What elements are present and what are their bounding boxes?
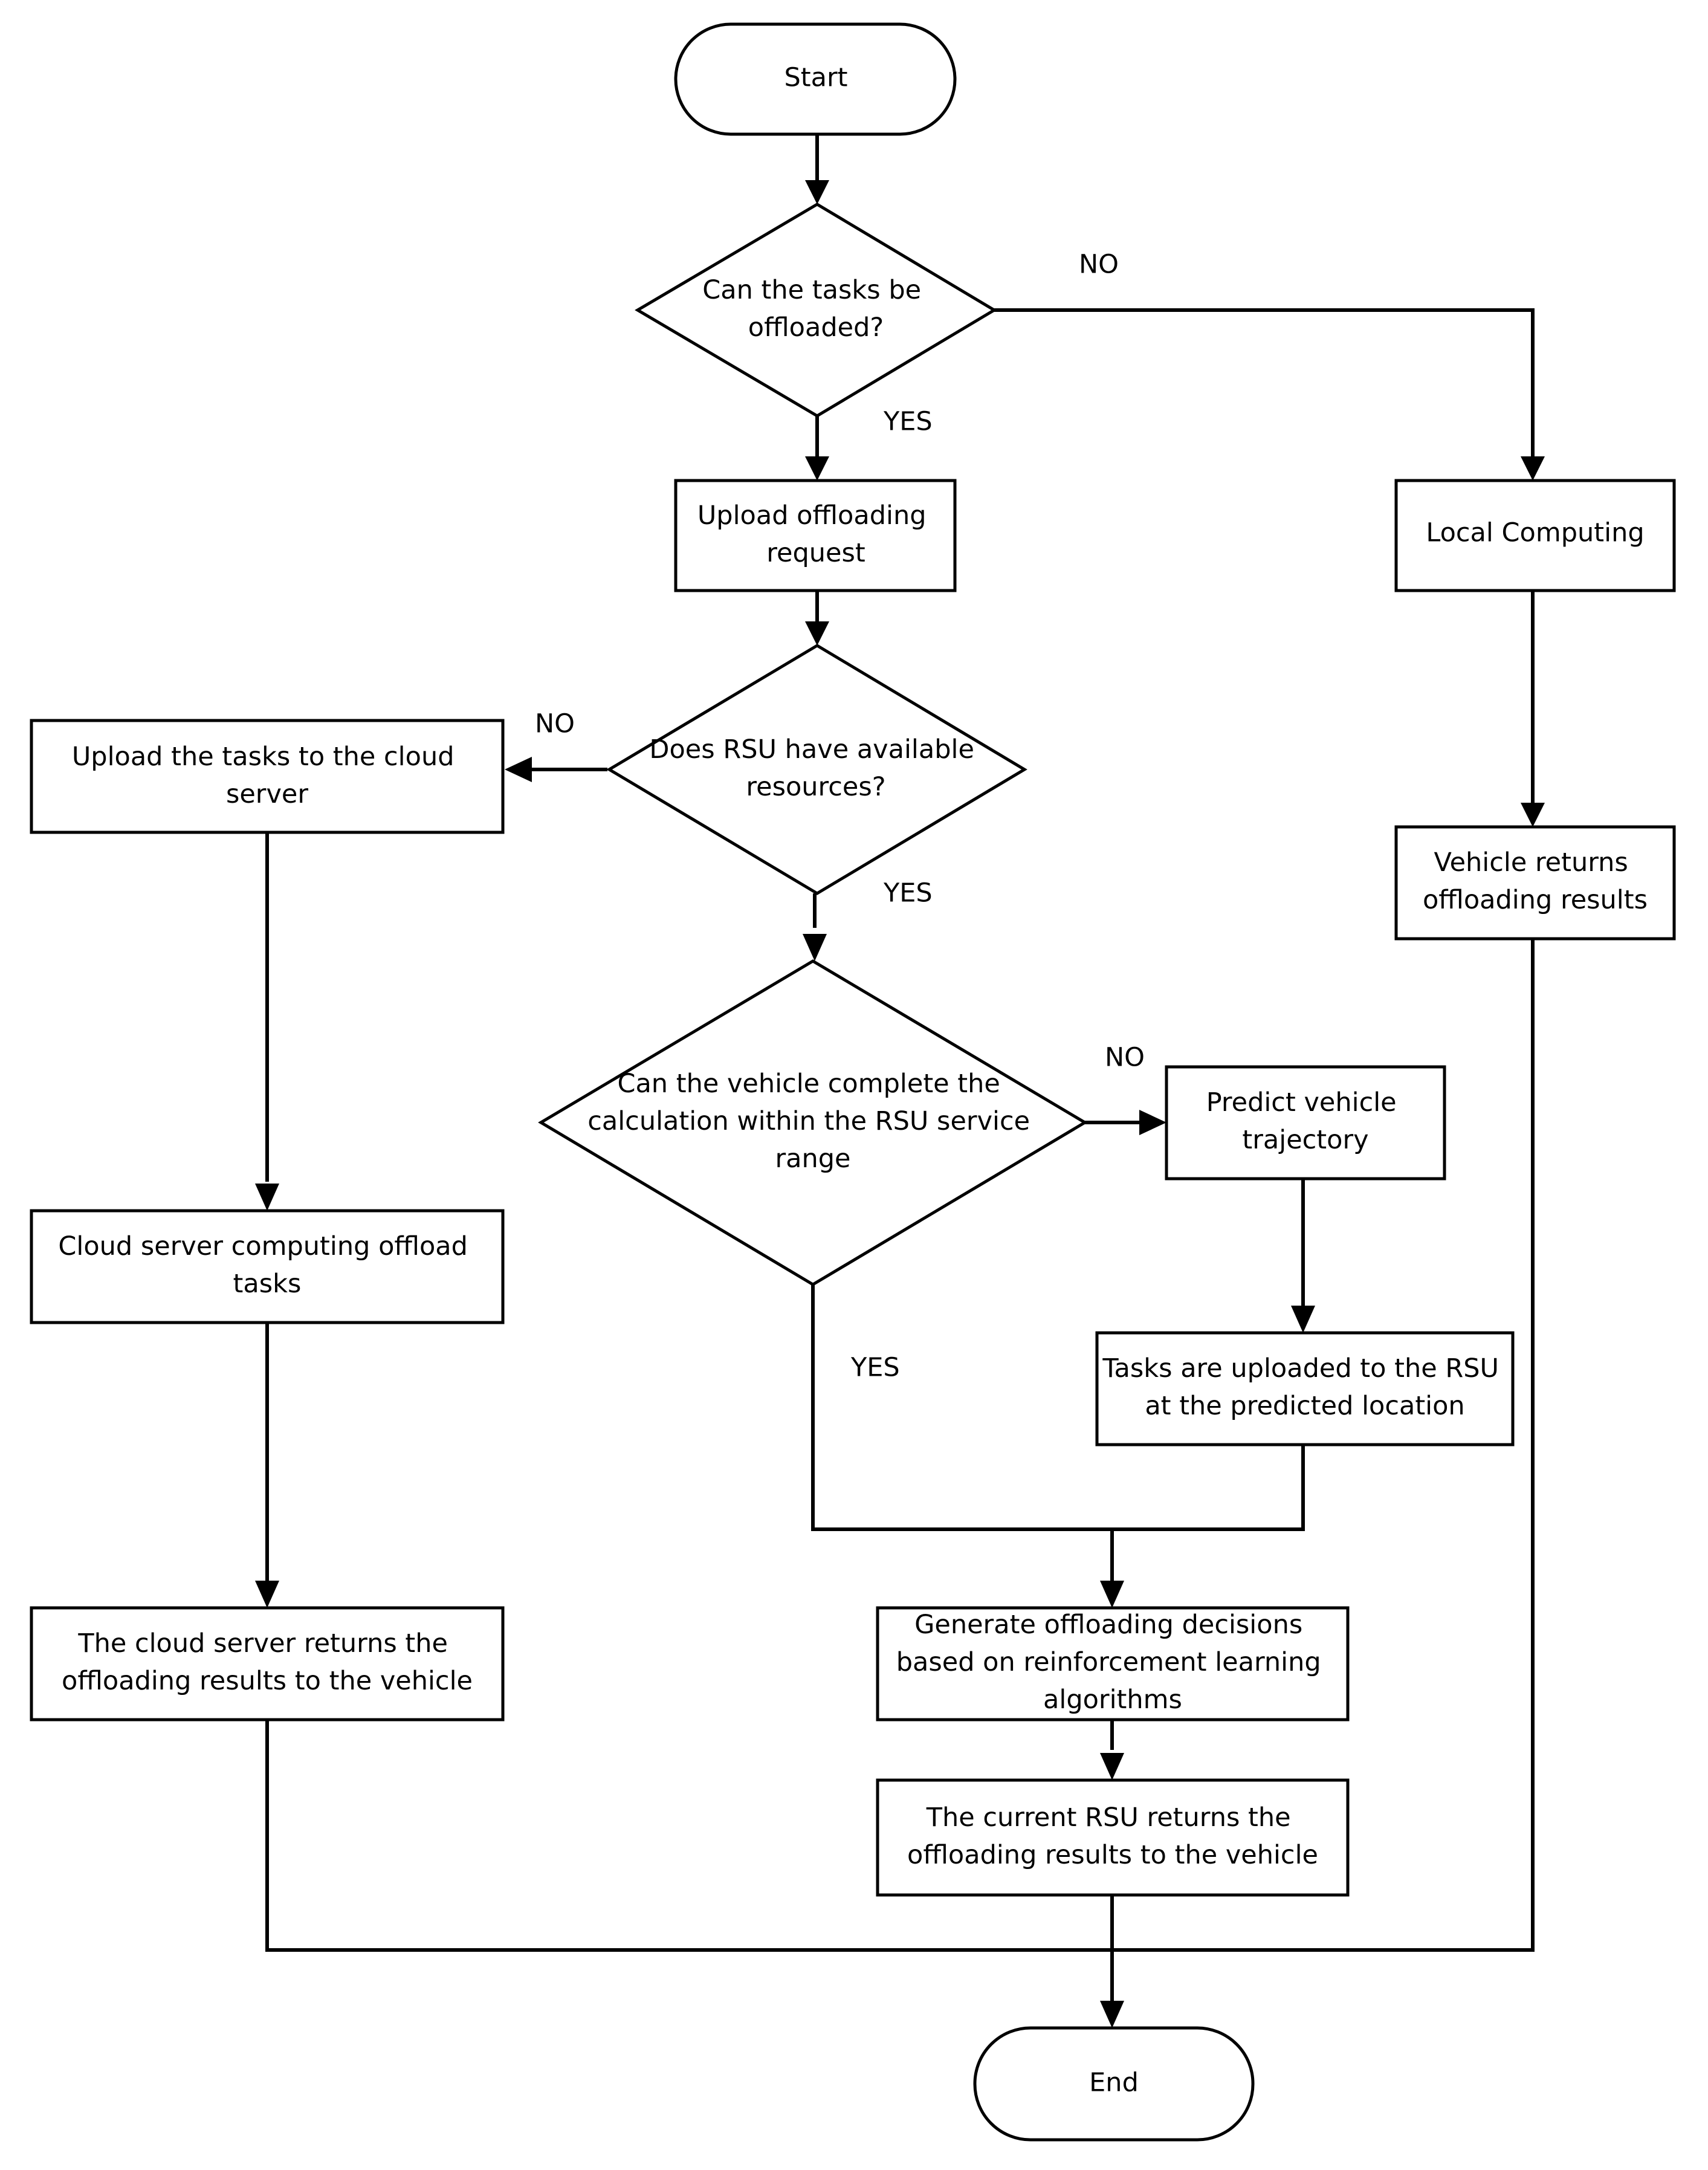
branch-labels: NO YES NO YES NO YES — [535, 250, 1145, 1383]
edge-cloud-returns-to-end — [265, 1720, 1112, 1952]
start-label: Start — [784, 63, 847, 93]
offload-decision-diamond — [635, 202, 997, 418]
arrowhead-to-vehicle-returns — [1521, 803, 1545, 827]
local-computing-box — [1394, 479, 1676, 592]
vehicle-complete-question-label: Can the vehicle complete the calculation… — [587, 1069, 1038, 1174]
end-label: End — [1089, 2068, 1139, 2098]
upload-request-label: Upload offloading request — [697, 500, 934, 568]
arrowhead-to-resources-question — [805, 621, 829, 646]
arrowhead-to-predict — [1139, 1110, 1166, 1135]
arrowhead-to-upload-request — [805, 456, 829, 481]
cloud-returns-box — [30, 1606, 505, 1721]
arrowhead-to-end — [1100, 2001, 1124, 2028]
resources-yes-label: YES — [883, 878, 933, 908]
start-terminator — [674, 22, 957, 136]
edge-offload-no-to-local-computing — [994, 308, 1535, 457]
generate-decisions-box — [876, 1606, 1350, 1721]
cloud-computing-label: Cloud server computing offload tasks — [58, 1231, 476, 1299]
complete-no-label: NO — [1105, 1043, 1145, 1073]
arrowhead-to-cloud-computing — [255, 1184, 279, 1211]
resources-no-label: NO — [535, 709, 575, 739]
shapes — [30, 22, 1676, 2142]
offload-question-label: Can the tasks be offloaded? — [702, 275, 930, 343]
arrowhead-to-upload-cloud — [505, 757, 532, 782]
upload-cloud-label: Upload the tasks to the cloud server — [72, 742, 462, 809]
edge-complete-yes-merge — [811, 1283, 1115, 1531]
vehicle-complete-decision-diamond — [538, 959, 1088, 1286]
cloud-computing-box — [30, 1209, 505, 1324]
arrowhead-to-tasks-uploaded — [1291, 1306, 1315, 1333]
node-labels: Start Can the tasks be offloaded? Upload… — [58, 63, 1648, 2098]
upload-request-box — [674, 479, 957, 592]
predict-trajectory-box — [1165, 1065, 1446, 1181]
connectors — [265, 133, 1535, 2001]
rsu-resources-question-label: Does RSU have available resources? — [649, 734, 982, 802]
arrowhead-to-offload-question — [805, 180, 829, 204]
complete-yes-label: YES — [850, 1353, 900, 1383]
local-computing-label: Local Computing — [1426, 518, 1644, 548]
predict-trajectory-label: Predict vehicle trajectory — [1206, 1087, 1405, 1155]
rsu-returns-label: The current RSU returns the offloading r… — [907, 1802, 1318, 1870]
rsu-resources-decision-diamond — [606, 644, 1027, 895]
edge-tasks-uploaded-merge — [1115, 1443, 1305, 1531]
arrowhead-to-generate-decisions — [1100, 1581, 1124, 1608]
arrowhead-to-rsu-returns — [1100, 1753, 1124, 1780]
vehicle-returns-box — [1394, 825, 1676, 941]
arrowhead-to-cloud-returns — [255, 1581, 279, 1608]
upload-cloud-box — [30, 719, 505, 834]
offload-yes-label: YES — [883, 407, 933, 437]
edge-vehicle-returns-to-end — [1112, 939, 1535, 1952]
end-terminator — [973, 2026, 1255, 2142]
offload-no-label: NO — [1079, 250, 1119, 280]
vehicle-returns-label: Vehicle returns offloading results — [1423, 847, 1648, 915]
rsu-returns-box — [876, 1778, 1350, 1897]
tasks-uploaded-box — [1095, 1331, 1515, 1446]
generate-decisions-label: Generate offloading decisions based on r… — [896, 1610, 1330, 1715]
cloud-returns-label: The cloud server returns the offloading … — [62, 1628, 473, 1696]
arrowheads — [255, 180, 1545, 2028]
arrowhead-to-local-computing — [1521, 456, 1545, 481]
tasks-uploaded-label: Tasks are uploaded to the RSU at the pre… — [1102, 1353, 1507, 1421]
arrowhead-to-complete-question — [803, 934, 827, 961]
